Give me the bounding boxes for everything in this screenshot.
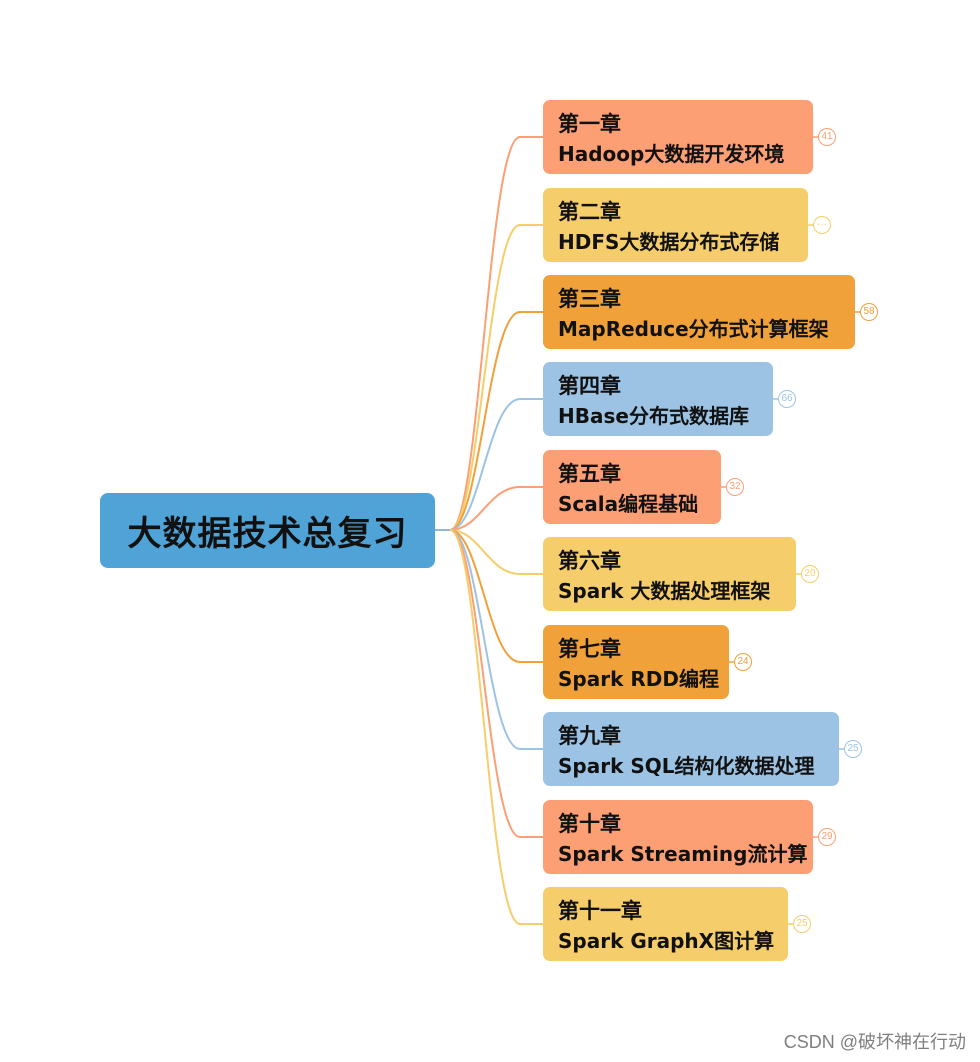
chapter-title: Scala编程基础: [558, 492, 699, 516]
child-count-badge-6[interactable]: 20: [801, 565, 819, 583]
chapter-title: HDFS大数据分布式存储: [558, 230, 780, 254]
collapsed-badge-2[interactable]: ···: [813, 216, 831, 234]
chapter-node-3[interactable]: 第三章 MapReduce分布式计算框架: [543, 275, 855, 349]
child-count-badge-8[interactable]: 25: [844, 740, 862, 758]
chapter-number: 第一章: [558, 112, 621, 136]
chapter-number: 第十章: [558, 812, 621, 836]
chapter-number: 第二章: [558, 200, 621, 224]
chapter-title: HBase分布式数据库: [558, 404, 749, 428]
branch-line-6: [449, 529, 543, 575]
chapter-number: 第九章: [558, 724, 621, 748]
watermark: CSDN @破坏神在行动: [783, 1032, 966, 1052]
chapter-node-4[interactable]: 第四章 HBase分布式数据库: [543, 362, 773, 436]
chapter-title: Spark GraphX图计算: [558, 929, 775, 953]
chapter-title: Spark 大数据处理框架: [558, 579, 771, 603]
chapter-title: Hadoop大数据开发环境: [558, 142, 785, 166]
chapter-title: Spark RDD编程: [558, 667, 719, 691]
branch-line-8: [449, 529, 543, 750]
branch-line-7: [449, 529, 543, 663]
branch-line-5: [449, 486, 543, 531]
branch-line-1: [449, 136, 543, 531]
chapter-title: Spark SQL结构化数据处理: [558, 754, 815, 778]
branch-line-3: [449, 311, 543, 531]
chapter-number: 第七章: [558, 637, 621, 661]
child-count-badge-9[interactable]: 29: [818, 828, 836, 846]
chapter-title: Spark Streaming流计算: [558, 842, 808, 866]
branch-line-4: [449, 398, 543, 531]
child-count-badge-10[interactable]: 25: [793, 915, 811, 933]
branch-line-10: [449, 529, 543, 925]
root-node-label: 大数据技术总复习: [127, 514, 408, 554]
branch-line-2: [449, 224, 543, 531]
chapter-title: MapReduce分布式计算框架: [558, 317, 829, 341]
chapter-node-9[interactable]: 第十章 Spark Streaming流计算: [543, 800, 813, 874]
chapter-node-5[interactable]: 第五章 Scala编程基础: [543, 450, 721, 524]
chapter-node-6[interactable]: 第六章 Spark 大数据处理框架: [543, 537, 796, 611]
chapter-number: 第五章: [558, 462, 621, 486]
chapter-node-2[interactable]: 第二章 HDFS大数据分布式存储: [543, 188, 808, 262]
chapter-node-1[interactable]: 第一章 Hadoop大数据开发环境: [543, 100, 813, 174]
chapter-number: 第六章: [558, 549, 621, 573]
child-count-badge-4[interactable]: 66: [778, 390, 796, 408]
branch-line-9: [449, 529, 543, 838]
chapter-node-8[interactable]: 第九章 Spark SQL结构化数据处理: [543, 712, 839, 786]
chapter-node-10[interactable]: 第十一章 Spark GraphX图计算: [543, 887, 788, 961]
child-count-badge-1[interactable]: 41: [818, 128, 836, 146]
chapter-node-7[interactable]: 第七章 Spark RDD编程: [543, 625, 729, 699]
chapter-number: 第四章: [558, 374, 621, 398]
chapter-number: 第三章: [558, 287, 621, 311]
chapter-number: 第十一章: [558, 899, 642, 923]
root-node[interactable]: 大数据技术总复习: [100, 493, 435, 568]
child-count-badge-7[interactable]: 24: [734, 653, 752, 671]
child-count-badge-3[interactable]: 58: [860, 303, 878, 321]
child-count-badge-5[interactable]: 32: [726, 478, 744, 496]
